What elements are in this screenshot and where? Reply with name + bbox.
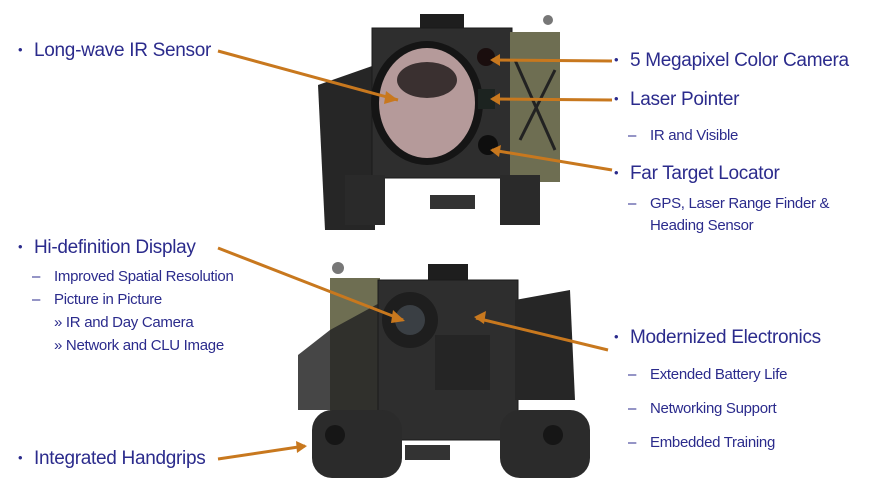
elec-sub-battery: –Extended Battery Life [628, 366, 787, 383]
callout-handgrips: • Integrated Handgrips [18, 448, 206, 470]
callout-label: Hi-definition Display [34, 237, 196, 258]
sub-label: Extended Battery Life [650, 366, 788, 383]
dash-icon: – [32, 291, 41, 308]
chevron-icon: » [54, 314, 63, 331]
display-sub-ir-day: » IR and Day Camera [54, 314, 194, 331]
bullet-icon: • [18, 239, 23, 254]
laser-sub: –IR and Visible [628, 127, 738, 144]
device-front-view [318, 14, 560, 230]
dash-icon: – [628, 400, 637, 417]
sub-label: Network and CLU Image [65, 337, 224, 354]
callout-arrows [217, 49, 613, 461]
display-sub-network: » Network and CLU Image [54, 337, 224, 354]
callout-label: Modernized Electronics [630, 327, 821, 348]
dash-icon: – [628, 195, 637, 212]
dash-icon: – [628, 127, 637, 144]
callout-lwir: • Long-wave IR Sensor [18, 40, 211, 62]
ftl-sub-1: –GPS, Laser Range Finder & [628, 195, 830, 212]
sub-label: IR and Visible [650, 127, 739, 144]
callout-label: 5 Megapixel Color Camera [630, 50, 849, 71]
sub-label: IR and Day Camera [65, 314, 194, 331]
arrowheads [296, 54, 501, 453]
dash-icon: – [32, 268, 41, 285]
dash-icon: – [628, 366, 637, 383]
device-back-view [298, 262, 590, 478]
display-sub-resolution: –Improved Spatial Resolution [32, 268, 234, 285]
callout-label: Far Target Locator [630, 163, 780, 184]
callout-display: • Hi-definition Display [18, 237, 196, 259]
sub-label: GPS, Laser Range Finder & [650, 195, 830, 212]
sub-label: Picture in Picture [54, 291, 162, 308]
callout-label: Laser Pointer [630, 89, 740, 110]
bullet-icon: • [614, 91, 619, 106]
callout-electronics: • Modernized Electronics [614, 327, 821, 349]
callout-camera: • 5 Megapixel Color Camera [614, 50, 849, 72]
bullet-icon: • [614, 52, 619, 67]
chevron-icon: » [54, 337, 63, 354]
dash-icon: – [628, 434, 637, 451]
bullet-icon: • [614, 329, 619, 344]
sub-label: Networking Support [650, 400, 777, 417]
bullet-icon: • [18, 42, 23, 57]
bullet-icon: • [18, 450, 23, 465]
callout-label: Long-wave IR Sensor [34, 40, 212, 61]
elec-sub-training: –Embedded Training [628, 434, 775, 451]
elec-sub-networking: –Networking Support [628, 400, 777, 417]
display-sub-pip: –Picture in Picture [32, 291, 162, 308]
sub-label: Embedded Training [650, 434, 775, 451]
bullet-icon: • [614, 165, 619, 180]
callout-ftl: • Far Target Locator [614, 163, 780, 185]
callout-label: Integrated Handgrips [34, 448, 206, 469]
ftl-sub-2: Heading Sensor [650, 217, 754, 234]
sub-label: Improved Spatial Resolution [54, 268, 234, 285]
callout-laser: • Laser Pointer [614, 89, 739, 111]
